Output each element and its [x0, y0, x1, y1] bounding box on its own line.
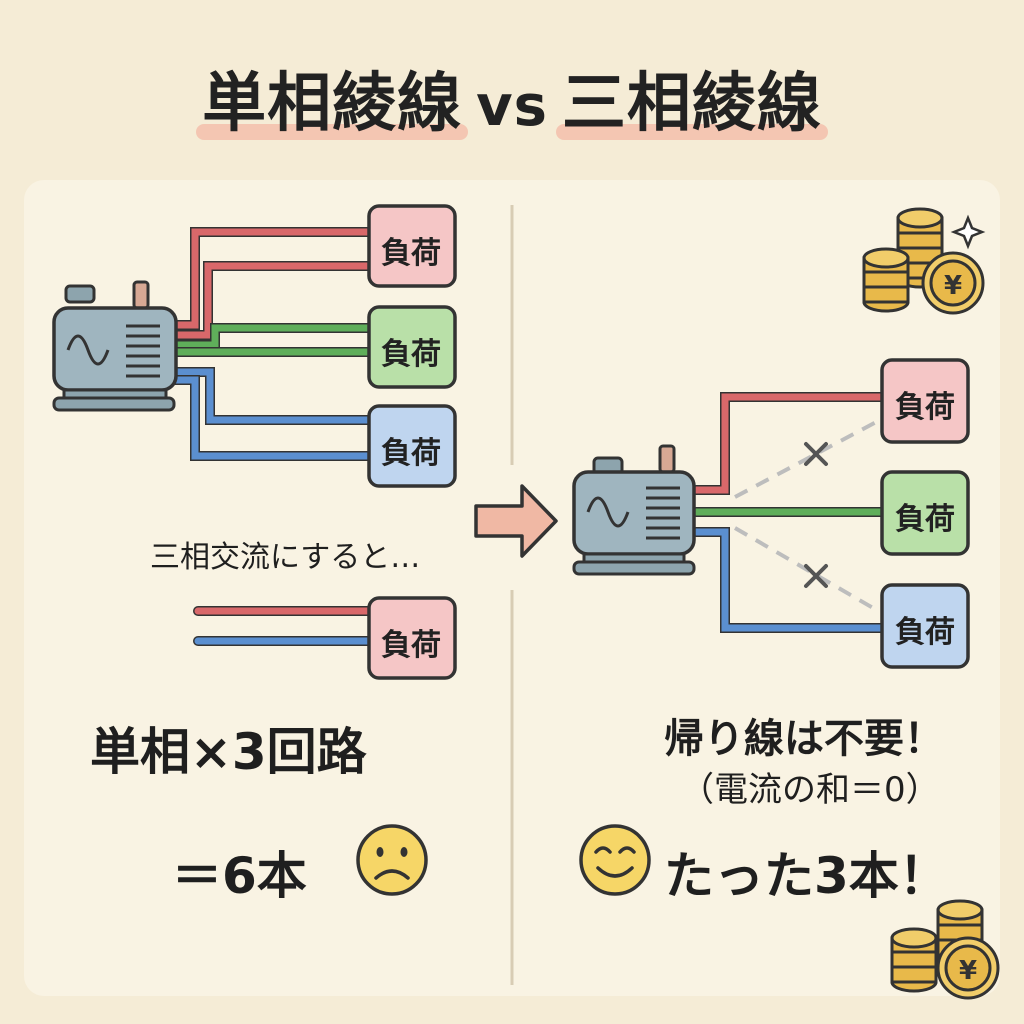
coins-icon: ¥: [862, 207, 985, 315]
coins-icon: ¥: [890, 899, 1000, 1000]
left-loads: [367, 204, 457, 680]
load-label: 負荷: [895, 502, 955, 537]
wire-count-six: 6本: [214, 836, 315, 908]
title-vs: vs: [476, 74, 548, 139]
load-box-green: [367, 305, 457, 389]
load-box-single: [367, 596, 457, 680]
svg-text:¥: ¥: [959, 956, 977, 986]
return-line-text: 帰り線は不要！: [664, 716, 944, 762]
happy-face-icon: [579, 824, 651, 896]
generator-icon: [52, 280, 178, 412]
svg-text:¥: ¥: [944, 271, 962, 301]
title-three-phase: 三相綾線: [555, 52, 828, 144]
left-red-wires: [170, 227, 373, 340]
load-label: 負荷: [895, 390, 955, 425]
load-label: 負荷: [381, 337, 441, 372]
right-wires: [691, 392, 887, 633]
arrow-right-icon: [474, 484, 558, 558]
single-phase-label: 単相×3回路: [90, 723, 367, 781]
load-box-red: [880, 358, 970, 444]
load-label: 負荷: [895, 615, 955, 650]
title-single-phase: 単相綾線: [196, 52, 469, 144]
left-blue-wires: [170, 367, 373, 461]
sad-face-icon: [356, 824, 428, 896]
right-loads: [880, 358, 970, 669]
load-label: 負荷: [381, 236, 441, 271]
load-box-blue: [367, 404, 457, 488]
wire-count-three: たった3本！: [656, 836, 957, 908]
three-phase-note: 三相交流にすると…: [150, 540, 421, 575]
three-wires-label: たった3本！: [656, 836, 957, 908]
left-bottom-wires: [193, 606, 373, 646]
load-box-red: [367, 204, 457, 288]
six-wires-label: ＝6本: [172, 836, 315, 908]
load-label: 負荷: [381, 628, 441, 663]
generator-icon: [572, 444, 696, 576]
current-sum-text: （電流の和＝0）: [680, 770, 940, 810]
sparkle-icon: [950, 214, 986, 250]
load-box-green: [880, 470, 970, 556]
left-wires: [170, 227, 373, 646]
load-box-blue: [880, 583, 970, 669]
cross-icon: [804, 442, 828, 588]
left-green-wires: [170, 323, 373, 357]
wire-count-prefix: ＝: [172, 847, 222, 905]
load-label: 負荷: [381, 436, 441, 471]
